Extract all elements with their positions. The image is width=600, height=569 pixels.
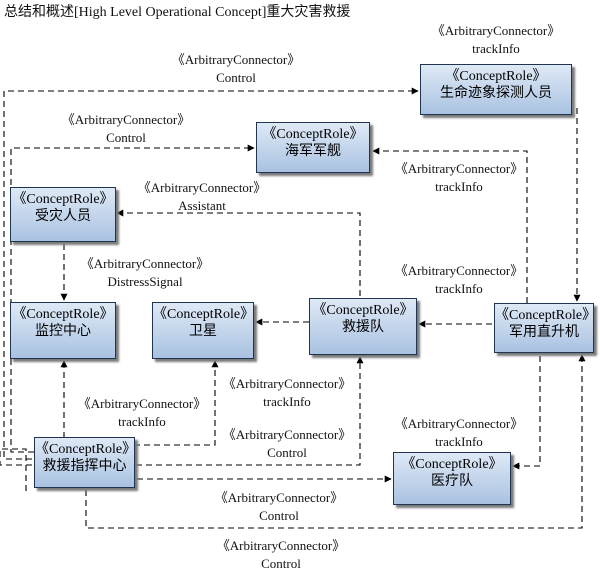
edge-label-stereotype: 《ArbitraryConnector》	[394, 161, 524, 176]
node-victims[interactable]: 《ConceptRole》 受灾人员	[10, 187, 116, 242]
edge-label-rescue-to-victims: 《ArbitraryConnector》 Assistant	[138, 179, 267, 215]
edge-label-stereotype: 《ArbitraryConnector》	[77, 396, 207, 411]
edge-label-type: trackInfo	[472, 41, 520, 56]
node-stereotype: 《ConceptRole》	[12, 192, 114, 207]
edge-label-type: Control	[261, 556, 301, 569]
node-name: 监控中心	[35, 324, 91, 339]
node-stereotype: 《ConceptRole》	[495, 308, 597, 323]
node-medical-team[interactable]: 《ConceptRole》 医疗队	[393, 452, 511, 505]
edge-label-command-to-monitoring: 《ArbitraryConnector》 trackInfo	[78, 395, 207, 431]
node-rescue-command[interactable]: 《ConceptRole》 救援指挥中心	[34, 437, 137, 488]
edge-label-command-to-rescue: 《ArbitraryConnector》 Control	[223, 426, 352, 462]
diagram-title: 总结和概述[High Level Operational Concept]重大灾…	[4, 5, 351, 20]
edge-helicopter-to-medical	[512, 356, 541, 470]
node-stereotype: 《ConceptRole》	[35, 442, 137, 457]
edge-rescue-to-victims	[116, 209, 361, 296]
node-stereotype: 《ConceptRole》	[153, 307, 255, 322]
edge-label-stereotype: 《ArbitraryConnector》	[80, 256, 210, 271]
edge-label-helicopter-to-navy: 《ArbitraryConnector》 trackInfo	[395, 160, 524, 196]
edge-label-type: trackInfo	[118, 414, 166, 429]
edge-label-command-to-life: 《ArbitraryConnector》 Control	[172, 51, 301, 87]
node-life-detection[interactable]: 《ConceptRole》 生命迹象探测人员	[420, 64, 572, 115]
edge-label-command-to-navy: 《ArbitraryConnector》 Control	[62, 111, 191, 147]
edge-label-type: Control	[259, 508, 299, 523]
node-name: 受灾人员	[35, 209, 91, 224]
node-rescue-team[interactable]: 《ConceptRole》 救援队	[309, 298, 417, 355]
node-name: 卫星	[189, 324, 217, 339]
edge-helicopter-to-navy	[372, 147, 528, 303]
edge-command-to-satellite	[134, 360, 219, 446]
edge-label-stereotype: 《ArbitraryConnector》	[394, 416, 524, 431]
edge-label-type: DistressSignal	[107, 274, 183, 289]
node-stereotype: 《ConceptRole》	[12, 307, 114, 322]
edge-label-type: Control	[267, 445, 307, 460]
edge-label-type: trackInfo	[435, 179, 483, 194]
node-name: 救援队	[342, 320, 384, 335]
edge-command-to-life	[3, 87, 419, 460]
edge-label-stereotype: 《ArbitraryConnector》	[214, 490, 344, 505]
edge-label-stereotype: 《ArbitraryConnector》	[394, 263, 524, 278]
edge-label-type: Control	[216, 70, 256, 85]
edge-command-to-helicopter	[85, 354, 586, 529]
edge-label-stereotype: 《ArbitraryConnector》	[222, 427, 352, 442]
edge-label-command-to-satellite: 《ArbitraryConnector》 trackInfo	[223, 375, 352, 411]
edge-label-victims-to-monitoring: 《ArbitraryConnector》 DistressSignal	[81, 255, 210, 291]
node-name: 海军军舰	[285, 144, 341, 159]
node-monitoring-center[interactable]: 《ConceptRole》 监控中心	[10, 302, 116, 359]
node-stereotype: 《ConceptRole》	[401, 457, 503, 472]
node-name: 军用直升机	[509, 325, 579, 340]
node-stereotype: 《ConceptRole》	[445, 69, 547, 84]
edge-label-stereotype: 《ArbitraryConnector》	[137, 180, 267, 195]
edge-label-type: trackInfo	[435, 434, 483, 449]
edge-command-to-navy	[10, 144, 255, 453]
edge-label-type: trackInfo	[435, 281, 483, 296]
edge-label-stereotype: 《ArbitraryConnector》	[222, 376, 352, 391]
node-stereotype: 《ConceptRole》	[312, 303, 414, 318]
node-name: 生命迹象探测人员	[440, 86, 552, 101]
edge-label-type: trackInfo	[263, 394, 311, 409]
edge-label-command-to-helicopter: 《ArbitraryConnector》 Control	[217, 537, 346, 569]
edge-label-life-to-helicopter: 《ArbitraryConnector》 trackInfo	[432, 22, 561, 58]
node-military-helicopter[interactable]: 《ConceptRole》 军用直升机	[494, 303, 597, 353]
edge-label-helicopter-to-rescue: 《ArbitraryConnector》 trackInfo	[395, 262, 524, 298]
node-stereotype: 《ConceptRole》	[262, 127, 364, 142]
node-name: 医疗队	[431, 474, 473, 489]
edge-label-type: Assistant	[178, 198, 226, 213]
edge-label-helicopter-to-medical: 《ArbitraryConnector》 trackInfo	[395, 415, 524, 451]
edge-label-stereotype: 《ArbitraryConnector》	[431, 23, 561, 38]
edge-label-stereotype: 《ArbitraryConnector》	[216, 538, 346, 553]
node-navy-ship[interactable]: 《ConceptRole》 海军军舰	[256, 122, 370, 173]
edge-command-to-rescue	[0, 356, 364, 491]
edge-label-stereotype: 《ArbitraryConnector》	[171, 52, 301, 67]
edge-label-command-to-medical: 《ArbitraryConnector》 Control	[215, 489, 344, 525]
node-satellite[interactable]: 《ConceptRole》 卫星	[152, 302, 254, 359]
node-name: 救援指挥中心	[42, 459, 127, 474]
edge-label-type: Control	[106, 130, 146, 145]
edge-label-stereotype: 《ArbitraryConnector》	[61, 112, 191, 127]
